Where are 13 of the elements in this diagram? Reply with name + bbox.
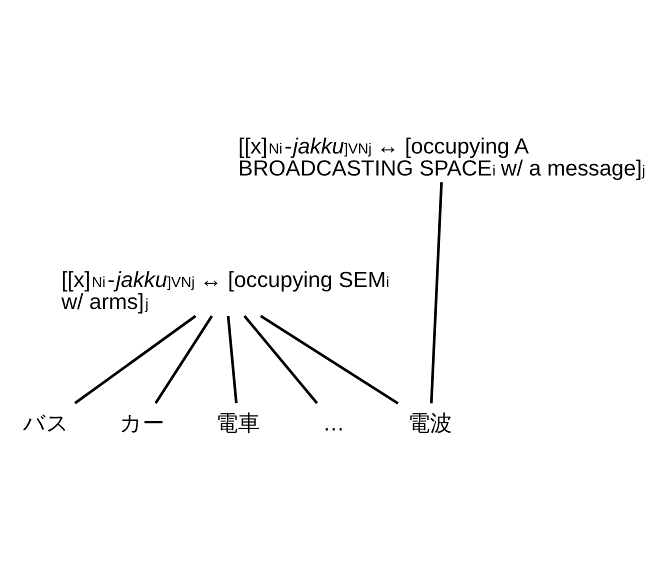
node-text: [[x]Ni-jakku]VNj ↔ [occupying SEMi w/ arms]j xyxy=(61,266,390,314)
connector xyxy=(226,315,238,403)
node-text: 電車 xyxy=(216,410,260,436)
node-text: [[x]Ni-jakku]VNj ↔ [occupying A BROADCASTING SPACEi w/ a message]j xyxy=(238,132,646,180)
node-text: … xyxy=(322,410,345,436)
connector xyxy=(430,182,443,403)
connector xyxy=(243,314,318,404)
connector xyxy=(260,314,399,404)
node-text: カー xyxy=(120,410,165,436)
node-text: 電波 xyxy=(408,410,452,436)
connector xyxy=(154,314,213,404)
node-text: バス xyxy=(23,410,70,436)
connector xyxy=(74,314,196,404)
